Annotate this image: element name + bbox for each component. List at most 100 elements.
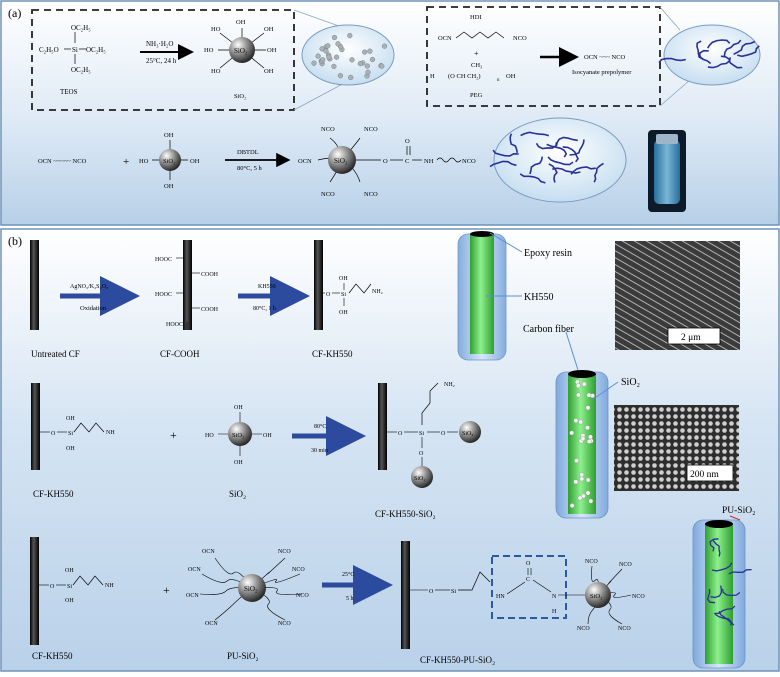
caption-sio2: SiO₂ [229, 489, 246, 499]
svg-text:C: C [405, 158, 409, 165]
svg-text:O: O [429, 589, 434, 595]
cf-kh550-pu-sio2: O Si HN C O N H SiO₂ NCO NCO NCO NCO NCO [401, 541, 645, 649]
svg-text:SiO₂: SiO₂ [590, 593, 602, 600]
caption-cf-kh550-row3: CF-KH550 [32, 651, 73, 661]
svg-text:80°C, 5 h: 80°C, 5 h [237, 165, 263, 172]
svg-text:OH: OH [66, 416, 75, 422]
grafting-temp: 80°C [314, 423, 326, 430]
svg-text:H: H [430, 73, 435, 80]
svg-text:OH: OH [164, 183, 174, 190]
svg-text:NCO: NCO [292, 567, 305, 573]
svg-text:NH₂: NH₂ [372, 289, 383, 295]
svg-text:DBTDL: DBTDL [237, 149, 259, 156]
svg-text:+: + [474, 49, 479, 58]
svg-text:HOOC: HOOC [155, 292, 172, 298]
svg-text:OCN: OCN [202, 549, 215, 555]
svg-text:HO: HO [205, 433, 214, 439]
untreated-cf-fiber [30, 240, 39, 330]
svg-text:HO: HO [139, 158, 149, 165]
svg-text:OH: OH [264, 26, 274, 33]
svg-text:C: C [526, 577, 530, 583]
svg-text:Si: Si [68, 431, 73, 437]
svg-text:NH: NH [106, 430, 115, 436]
pu-grafting-time: 5 h [346, 596, 354, 602]
oxidation-reagent: AgNO₃/K₂S₂O₈ [70, 284, 108, 290]
svg-text:HOOC: HOOC [155, 257, 172, 263]
svg-text:OCN: OCN [438, 35, 452, 42]
svg-text:O: O [526, 561, 531, 567]
caption-cf-kh550-pu-sio2: CF-KH550-PU-SiO₂ [420, 655, 495, 665]
step1-reagent: NH₃·H₂O [146, 40, 173, 48]
sample-vial-image [648, 130, 686, 212]
cf-kh550-sio2: O Si O SiO₂ NH₂ O SiO₂ [378, 382, 481, 488]
label-kh550: KH550 [524, 292, 553, 303]
svg-text:HO: HO [204, 47, 214, 54]
svg-text:OH: OH [506, 73, 516, 80]
caption-cf-kh550-row2: CF-KH550 [33, 489, 74, 499]
svg-text:SiO₂: SiO₂ [234, 47, 248, 55]
svg-text:NCO: NCO [364, 191, 378, 198]
svg-text:O: O [326, 292, 331, 298]
svg-text:C₂H₅O: C₂H₅O [39, 46, 59, 54]
svg-text:HN: HN [496, 594, 505, 600]
label-epoxy-resin: Epoxy resin [524, 248, 572, 259]
svg-text:COOH: COOH [201, 272, 219, 278]
svg-text:OCN: OCN [188, 567, 201, 573]
svg-text:NCO: NCO [513, 35, 527, 42]
svg-text:O: O [398, 431, 403, 437]
teos-label: TEOS [60, 88, 78, 96]
svg-text:O: O [50, 584, 55, 590]
svg-text:NCO: NCO [278, 549, 291, 555]
svg-text:Si: Si [72, 46, 78, 54]
svg-text:O: O [441, 431, 446, 437]
svg-text:+: + [123, 156, 129, 168]
sem-image-nanoparticles: 200 nm [614, 405, 739, 491]
svg-text:SiO₂: SiO₂ [244, 585, 258, 593]
svg-text:OH: OH [234, 460, 243, 466]
svg-text:OH: OH [164, 132, 174, 139]
hdi-label: HDI [470, 14, 482, 21]
svg-text:H: H [552, 609, 557, 615]
svg-text:OH: OH [234, 405, 243, 411]
svg-text:NCO: NCO [321, 126, 335, 133]
svg-text:NCO: NCO [278, 621, 291, 627]
sem-image-fibers: 2 μm [615, 241, 740, 350]
prepolymer-synthesis-box [426, 6, 661, 107]
sio2-synthesis-box [31, 9, 295, 111]
coated-fiber-cylinder-1 [457, 231, 507, 361]
svg-text:OH: OH [236, 19, 246, 26]
callout-line [659, 6, 681, 31]
svg-text:OCN: OCN [298, 158, 312, 165]
svg-text:HO: HO [211, 26, 221, 33]
svg-text:Si: Si [67, 584, 72, 590]
grafting-time: 30 min [311, 448, 328, 454]
peg-label: PEG [470, 92, 483, 99]
svg-text:O: O [51, 431, 56, 437]
svg-text:O: O [405, 138, 410, 145]
label-sio2: SiO₂ [621, 377, 640, 388]
svg-text:NCO: NCO [619, 562, 632, 568]
panel-a-label: (a) [8, 6, 21, 20]
svg-text:OH: OH [339, 310, 348, 316]
svg-text:Si: Si [451, 589, 456, 595]
svg-text:SiO₂: SiO₂ [163, 158, 175, 165]
svg-text:OCN: OCN [186, 593, 199, 599]
svg-text:OH: OH [339, 276, 348, 282]
svg-text:NCO: NCO [618, 626, 631, 632]
cf-kh550-fiber: O Si OH OH NH₂ [314, 240, 383, 330]
svg-text:OCN: OCN [205, 621, 218, 627]
svg-text:O: O [383, 158, 388, 165]
pu-sio2-dispersion-ellipse [489, 117, 627, 203]
cf-cooh-fiber: HOOC HOOC HOOC COOH COOH [155, 240, 219, 330]
sio2-nanoparticle: SiO₂ OH HO OH HO OH HO OH SiO₂ [204, 19, 277, 100]
svg-text:NCO: NCO [364, 126, 378, 133]
svg-text:OH: OH [267, 47, 277, 54]
pu-sio2-reaction: OCN ~~~~~ NCO + SiO₂ OH OH HO OH DBTDL 8… [38, 126, 476, 198]
pu-grafting-temp: 25°C [342, 571, 354, 578]
svg-text:Si: Si [419, 431, 424, 437]
prepolymer-network-ellipse [658, 24, 761, 86]
label-pu-sio2: PU-SiO₂ [722, 506, 755, 516]
svg-text:OC₂H₅: OC₂H₅ [86, 46, 106, 54]
callout-line [489, 232, 523, 253]
svg-text:N: N [552, 594, 557, 600]
